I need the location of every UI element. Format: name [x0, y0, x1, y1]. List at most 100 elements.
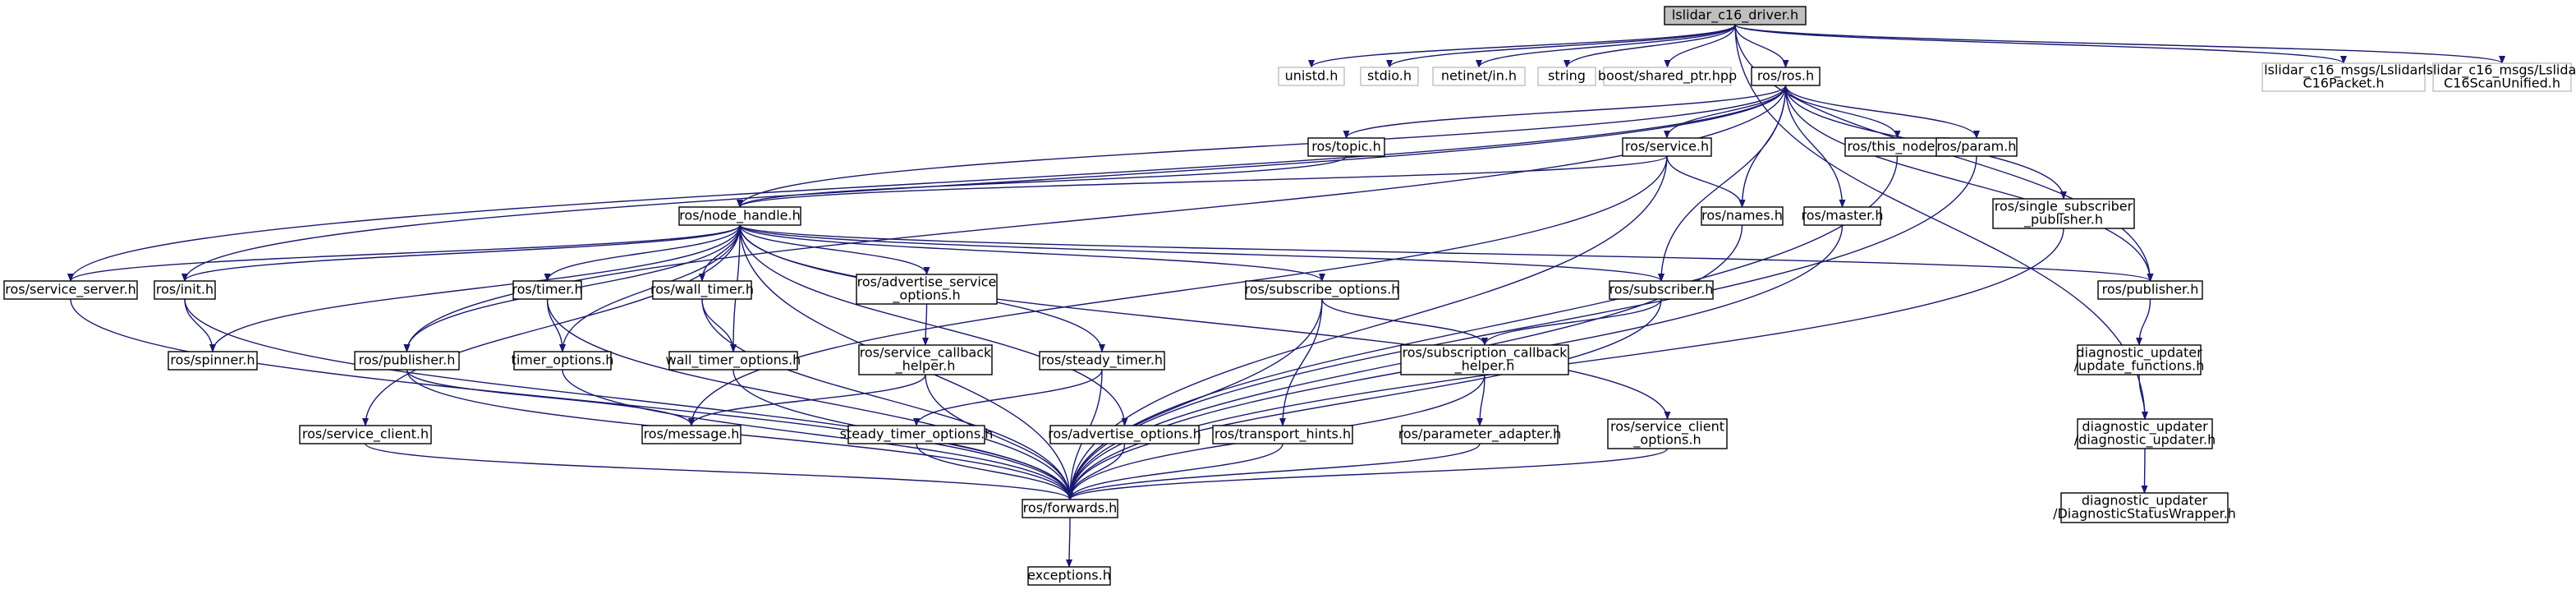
node-service-server[interactable]: ros/service_server.h: [3, 280, 138, 300]
node-box: [2077, 418, 2213, 449]
node-box: [512, 280, 582, 300]
node-names[interactable]: ros/names.h: [1701, 206, 1784, 226]
node-this-node[interactable]: ros/this_node.h: [1844, 137, 1950, 157]
node-box: [1701, 206, 1784, 226]
edge-root-to-netinet: [1476, 24, 1736, 68]
node-steady-timer-opts[interactable]: steady_timer_options.h: [840, 425, 994, 444]
node-label: ros/subscribe_options.h: [1245, 282, 1400, 298]
edge-init-to-spinner: [184, 298, 216, 352]
node-sub-cb-helper[interactable]: ros/subscription_callback_helper.h: [1400, 344, 1569, 375]
edge-srv-client-opts-to-forwards: [1067, 448, 1669, 500]
node-box: [1609, 280, 1714, 300]
edge-service-to-message: [688, 155, 1668, 426]
node-box: [1039, 351, 1165, 371]
node-init[interactable]: ros/init.h: [154, 280, 216, 300]
edge-root-to-shared-ptr: [1664, 24, 1736, 68]
edge-adv-srv-opts-to-srv-cb-helper: [922, 303, 930, 346]
edge-param-adapter-to-forwards: [1067, 443, 1481, 500]
node-service[interactable]: ros/service.h: [1622, 137, 1712, 157]
edge-service-to-node-handle: [737, 155, 1668, 208]
node-diag-update-fn[interactable]: diagnostic_updater/update_functions.h: [2074, 344, 2205, 375]
node-root[interactable]: lslidar_c16_driver.h: [1664, 6, 1807, 25]
edge-sub-cb-helper-to-param-adapter: [1476, 374, 1485, 426]
node-spinner[interactable]: ros/spinner.h: [168, 351, 258, 371]
node-label: ros/param.h: [1937, 139, 2017, 154]
node-adv-srv-opts[interactable]: ros/advertise_service_options.h: [856, 274, 998, 305]
node-label: diagnostic_updater: [2076, 345, 2202, 361]
node-wall-timer-opts[interactable]: wall_timer_options.h: [666, 351, 801, 371]
edge-node-handle-to-srv-client-opts: [739, 224, 1671, 420]
node-ros-publisher2[interactable]: ros/publisher.h: [354, 351, 460, 371]
node-label: ros/ros.h: [1757, 68, 1814, 84]
node-label: ros/wall_timer.h: [650, 282, 754, 298]
node-single-sub[interactable]: ros/single_subscriber_publisher.h: [1992, 198, 2135, 229]
node-label: ros/spinner.h: [170, 352, 255, 368]
node-timer[interactable]: ros/timer.h: [512, 280, 583, 300]
node-box: [1537, 67, 1596, 86]
node-master[interactable]: ros/master.h: [1802, 206, 1884, 226]
node-srv-cb-helper[interactable]: ros/service_callback_helper.h: [858, 344, 993, 375]
node-srv-client-opts[interactable]: ros/service_client_options.h: [1607, 418, 1728, 449]
node-box: [1607, 418, 1728, 449]
edge-init-to-forwards: [184, 298, 1073, 500]
node-label: unistd.h: [1285, 68, 1339, 84]
edge-node-handle-to-publisher: [739, 224, 2154, 282]
edge-node-handle-to-timer: [544, 224, 741, 282]
node-adv-opts[interactable]: ros/advertise_options.h: [1048, 425, 1201, 444]
node-message[interactable]: ros/message.h: [641, 425, 742, 444]
node-box: [856, 274, 998, 305]
node-label: ros/topic.h: [1311, 139, 1380, 154]
node-box: [154, 280, 216, 300]
node-label: C16ScanUnified.h: [2444, 76, 2560, 91]
node-label: /DiagnosticStatusWrapper.h: [2053, 506, 2236, 522]
node-publisher[interactable]: ros/publisher.h: [2097, 280, 2203, 300]
edges-layer: [67, 24, 2505, 568]
node-wall-timer[interactable]: ros/wall_timer.h: [650, 280, 754, 300]
node-service-client[interactable]: ros/service_client.h: [299, 425, 432, 444]
node-label: wall_timer_options.h: [666, 352, 801, 369]
node-subscriber[interactable]: ros/subscriber.h: [1609, 280, 1714, 300]
node-label: ros/init.h: [156, 282, 214, 297]
node-param[interactable]: ros/param.h: [1935, 137, 2018, 157]
node-label: _options.h: [1632, 432, 1701, 449]
edge-ros-publisher2-to-message: [406, 369, 695, 426]
node-label: ros/service_client.h: [302, 426, 429, 443]
node-box: [168, 351, 258, 371]
node-transport-hints[interactable]: ros/transport_hints.h: [1212, 425, 1353, 444]
node-box: [354, 351, 460, 371]
node-topic[interactable]: ros/topic.h: [1307, 137, 1385, 157]
edge-node-handle-to-spinner: [209, 224, 741, 352]
edge-node-handle-to-adv-opts: [739, 224, 1128, 426]
edge-root-to-c16scan: [1734, 24, 2505, 64]
node-box: [2077, 344, 2202, 375]
node-box: [1992, 198, 2135, 229]
node-timer-opts[interactable]: timer_options.h: [512, 351, 614, 371]
edge-service-to-forwards: [1067, 155, 1668, 500]
edge-node-handle-to-subscriber: [739, 224, 1665, 282]
node-label: _helper.h: [895, 358, 956, 375]
edge-topic-to-node-handle: [737, 155, 1348, 208]
node-forwards[interactable]: ros/forwards.h: [1022, 499, 1118, 518]
node-label: _options.h: [892, 288, 960, 304]
node-label: ros/this_node.h: [1847, 139, 1947, 155]
node-box: [1245, 280, 1399, 300]
node-label: ros/parameter_adapter.h: [1398, 426, 1562, 443]
edge-srv-cb-helper-to-message: [688, 374, 926, 426]
node-param-adapter[interactable]: ros/parameter_adapter.h: [1398, 425, 1562, 444]
node-box: [2060, 492, 2229, 523]
node-box: [513, 351, 612, 371]
node-ros[interactable]: ros/ros.h: [1751, 67, 1821, 86]
node-diag-updater[interactable]: diagnostic_updater/diagnostic_updater.h: [2074, 418, 2216, 449]
node-node-handle[interactable]: ros/node_handle.h: [678, 206, 801, 226]
node-label: C16Packet.h: [2303, 76, 2384, 91]
edge-ros-to-subscriber: [1658, 85, 1787, 282]
node-exceptions[interactable]: exceptions.h: [1027, 566, 1111, 586]
node-sub-opts[interactable]: ros/subscribe_options.h: [1245, 280, 1400, 300]
edge-diag-update-fn-to-diag-updater: [2138, 374, 2148, 420]
node-diag-status[interactable]: diagnostic_updater/DiagnosticStatusWrapp…: [2053, 492, 2236, 523]
node-steady-timer[interactable]: ros/steady_timer.h: [1039, 351, 1165, 371]
node-label: ros/forwards.h: [1023, 500, 1118, 516]
node-label: diagnostic_updater: [2082, 419, 2208, 435]
node-label: ros/advertise_service: [857, 274, 997, 291]
